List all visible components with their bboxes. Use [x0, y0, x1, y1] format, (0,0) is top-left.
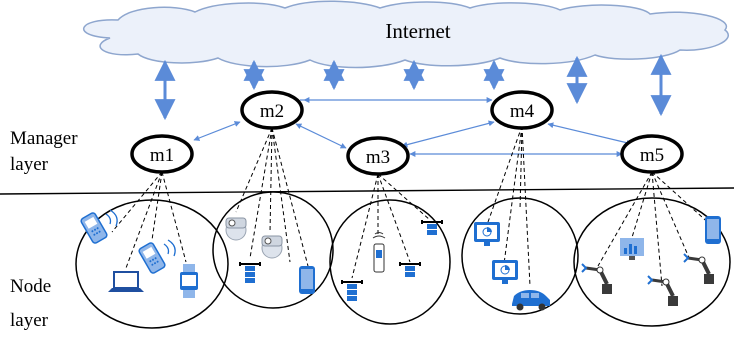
manager-m2[interactable]: m2	[240, 90, 304, 130]
smartphone-icon	[705, 216, 721, 244]
drone-icon	[239, 262, 261, 283]
manager-label: m5	[640, 145, 664, 166]
manager-nodes: m1 m2 m3 m4 m5	[130, 90, 684, 176]
node-groups	[75, 191, 731, 329]
cloud-shape	[83, 0, 729, 69]
manager-m5[interactable]: m5	[620, 134, 684, 174]
node-group-m5	[573, 197, 731, 327]
robot-arm-icon	[683, 253, 714, 284]
node-layer-line1: Node	[10, 276, 51, 297]
manager-m1[interactable]: m1	[130, 134, 194, 174]
node-group-m4	[461, 197, 579, 315]
node-layer-label: Node layer	[10, 276, 56, 331]
devices-m4	[474, 222, 550, 311]
manager-layer-line2: layer	[10, 154, 49, 175]
monitor-icon	[620, 238, 644, 260]
node-group-m3	[329, 199, 451, 325]
manager-m3[interactable]: m3	[346, 136, 410, 176]
laptop-icon	[108, 271, 144, 292]
sensor-icon	[372, 232, 386, 273]
robot-arm-icon	[581, 263, 612, 294]
devices-m5	[581, 216, 721, 306]
monitor-icon	[474, 222, 500, 246]
manager-label: m4	[510, 101, 535, 122]
node-group-m1	[75, 199, 229, 329]
manager-links	[193, 97, 633, 157]
manager-layer-line1: Manager	[10, 128, 78, 149]
link-m4-m5	[547, 122, 633, 146]
cloud-label: Internet	[385, 19, 450, 43]
node-group-m2	[212, 191, 334, 309]
link-m3-m4	[401, 120, 495, 148]
monitor-icon	[492, 260, 518, 284]
node-layer-line2: layer	[10, 310, 49, 331]
manager-m4[interactable]: m4	[490, 90, 554, 130]
robot-arm-icon	[647, 275, 678, 306]
internet-cloud: Internet	[83, 0, 729, 69]
cloud-links	[154, 53, 672, 121]
car-icon	[512, 290, 550, 311]
phone-icon	[80, 212, 108, 244]
drone-icon	[341, 280, 363, 301]
devices-m1	[80, 209, 198, 298]
manager-layer-label: Manager layer	[10, 128, 82, 175]
camera-icon	[225, 217, 247, 241]
smartphone-icon	[299, 266, 315, 294]
devices-m3	[341, 220, 443, 301]
layer-divider	[0, 187, 734, 195]
link-m1-m2	[193, 121, 241, 141]
devices-m2	[225, 217, 315, 294]
drone-icon	[399, 262, 421, 277]
phone-icon	[138, 242, 166, 274]
manager-label: m2	[260, 101, 284, 122]
manager-label: m3	[366, 147, 390, 168]
drone-icon	[421, 220, 443, 235]
camera-icon	[261, 235, 283, 259]
smartwatch-icon	[180, 264, 198, 298]
manager-label: m1	[150, 145, 174, 166]
link-m2-m3	[295, 123, 347, 149]
